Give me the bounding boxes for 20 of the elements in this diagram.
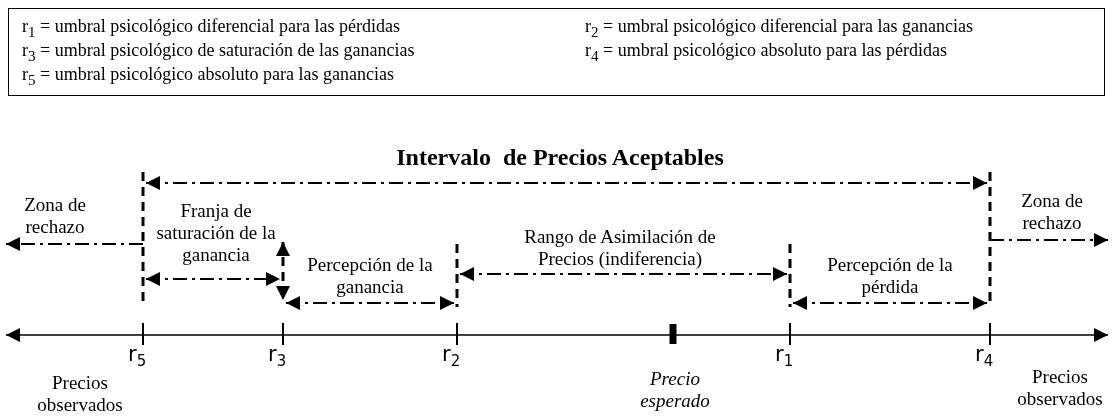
definition-text: r$_{3}$ = umbral psicológico de saturación de las ganancias	[22, 39, 415, 66]
zone-label: Rango de Asimilación de Precios (indiferencia)	[523, 226, 717, 270]
zone-label: Franja de saturación de la ganancia	[155, 200, 277, 266]
definition-text: r$_{4}$ = umbral psicológico absoluto para las pérdidas	[585, 39, 948, 66]
threshold-label: r$_{3}$	[268, 342, 287, 373]
threshold-label: r$_{1}$	[775, 342, 794, 373]
zone-label: Percepción de la pérdida	[826, 254, 954, 298]
zone-label: Zona de rechazo	[23, 194, 87, 238]
zone-label: Zona de rechazo	[1020, 190, 1084, 234]
axis-label: Precios observados	[36, 372, 124, 416]
definition-text: r$_{5}$ = umbral psicológico absoluto para las ganancias	[22, 63, 395, 90]
axis-label: Precios observados	[1016, 366, 1104, 410]
definition-text: r$_{1}$ = umbral psicológico diferencial para las pérdidas	[22, 15, 401, 42]
diagram-title: Intervalo de Precios Aceptables	[395, 143, 725, 171]
axis-label: Precio esperado	[639, 368, 711, 412]
threshold-label: r$_{2}$	[442, 342, 461, 373]
definition-text: r$_{2}$ = umbral psicológico diferencial para las ganancias	[585, 15, 973, 42]
threshold-label: r$_{5}$	[128, 342, 147, 373]
zone-label: Percepción de la ganancia	[306, 254, 434, 298]
threshold-label: r$_{4}$	[975, 342, 994, 373]
